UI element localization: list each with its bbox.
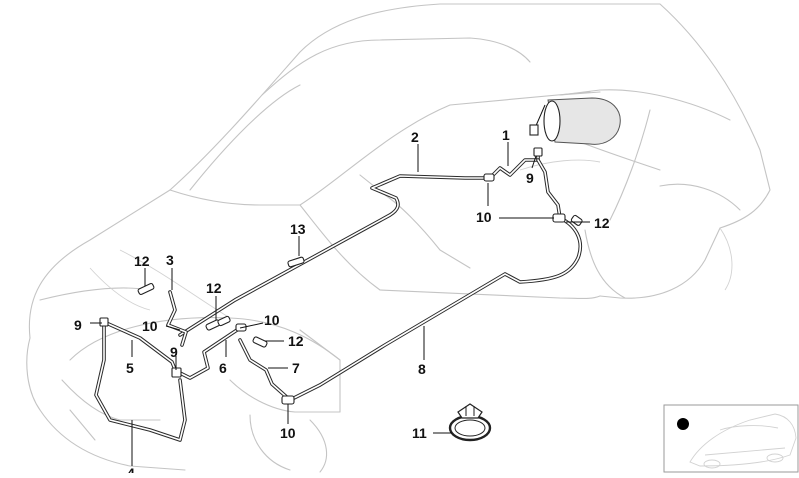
- union-connector-10-top: [483, 173, 495, 182]
- callout-10-mid: 10: [264, 312, 280, 328]
- bleed-screw-12-lower: [252, 336, 268, 348]
- callout-12-right: 12: [594, 215, 610, 231]
- callout-9-center: 9: [170, 344, 178, 360]
- callout-11: 11: [412, 425, 427, 441]
- union-connector-9-left: [99, 317, 109, 327]
- callout-8: 8: [418, 361, 426, 377]
- callout-12-lower: 12: [288, 333, 304, 349]
- union-connector-10-bottom: [281, 395, 295, 405]
- hose-clamp-11: [448, 403, 492, 442]
- bleed-screw-12-left: [137, 283, 155, 295]
- leader-lines: [90, 142, 590, 466]
- union-connector-10-rear: [552, 213, 566, 223]
- callout-labels: 1 2 3 4 5 6 7 8 9 9 9 10 10 10 10 11 12 …: [74, 127, 610, 478]
- callout-2: 2: [411, 129, 419, 145]
- callout-6: 6: [219, 360, 227, 376]
- callout-13: 13: [290, 221, 306, 237]
- locator-dot: [677, 418, 689, 430]
- callout-1: 1: [502, 127, 510, 143]
- bleed-screw-13: [287, 256, 305, 268]
- callout-4: 4: [127, 465, 135, 473]
- pipe-6: [176, 326, 242, 380]
- callout-5: 5: [126, 360, 134, 376]
- callout-12-mid: 12: [206, 280, 222, 296]
- callout-10-top: 10: [476, 209, 492, 225]
- callout-9-top: 9: [526, 170, 534, 186]
- brake-pipes: [94, 150, 583, 442]
- callout-9-left: 9: [74, 317, 82, 333]
- callout-12-left: 12: [134, 253, 150, 269]
- callout-7: 7: [292, 360, 300, 376]
- callout-10-bottom: 10: [280, 425, 296, 441]
- pipe-5: [102, 320, 178, 374]
- brake-pressure-reservoir: [529, 91, 621, 145]
- bleed-screw-12-mid: [205, 315, 231, 331]
- callout-3: 3: [166, 252, 174, 268]
- callout-10-left: 10: [142, 318, 158, 334]
- union-connector-9-top: [533, 147, 543, 157]
- bleed-screw-12-right: [570, 214, 583, 226]
- vehicle-locator-inset: [663, 404, 799, 473]
- car-outline: [26, 3, 771, 473]
